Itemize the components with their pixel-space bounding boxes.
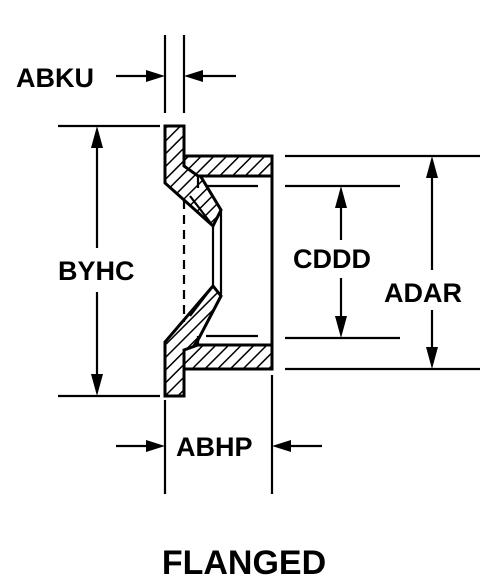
cddd-dimension: CDDD [285, 184, 400, 340]
fitting-cross-section [163, 124, 274, 398]
diagram-caption: FLANGED [162, 544, 326, 582]
adar-arrow-top [426, 156, 438, 178]
abku-dimension: ABKU [16, 35, 236, 113]
abhp-arrow-left [146, 440, 165, 452]
byhc-arrow-top [91, 126, 103, 148]
byhc-label: BYHC [58, 256, 135, 286]
abku-label: ABKU [16, 63, 94, 93]
sleeve-section-bottom [182, 343, 274, 371]
cddd-arrow-bottom [335, 316, 347, 338]
sleeve-section-top [182, 154, 274, 178]
abku-arrow-right [184, 70, 203, 82]
adar-label: ADAR [384, 278, 462, 308]
adar-dimension: ADAR [285, 154, 480, 371]
cddd-arrow-top [335, 186, 347, 208]
cddd-label: CDDD [293, 244, 371, 274]
abku-arrow-left [146, 70, 165, 82]
byhc-arrow-bottom [91, 374, 103, 396]
taper-line-bottom [189, 285, 214, 317]
adar-arrow-bottom [426, 347, 438, 369]
byhc-dimension: BYHC [58, 124, 160, 398]
taper-line-top [189, 195, 214, 227]
flange-section-top [163, 124, 223, 229]
abhp-dimension: ABHP [116, 375, 322, 494]
abhp-label: ABHP [176, 432, 253, 462]
flange-section-bottom [163, 283, 223, 398]
abhp-arrow-right [272, 440, 291, 452]
